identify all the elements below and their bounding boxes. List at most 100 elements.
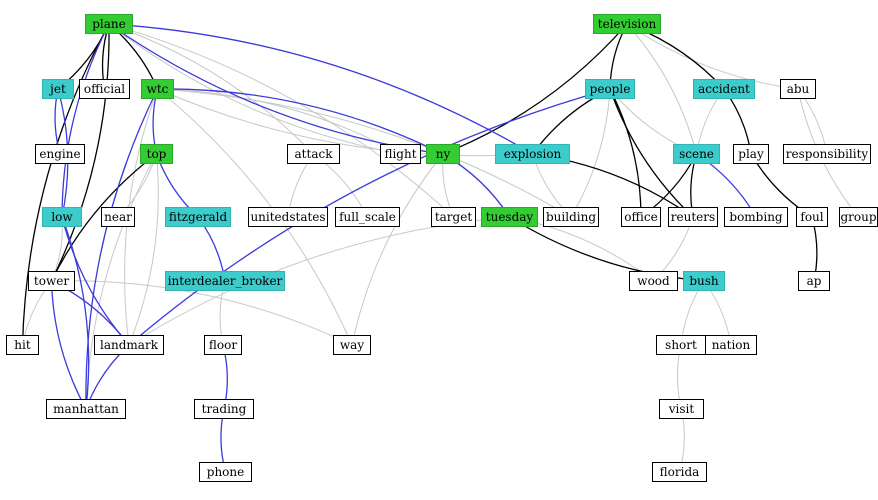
node-responsibility: responsibility [783,144,871,164]
node-label: foul [800,210,824,224]
node-near: near [101,207,135,227]
node-label: responsibility [785,147,869,161]
node-abu: abu [780,79,816,99]
node-office: office [621,207,661,227]
node-label: tuesday [485,210,534,224]
node-building: building [543,207,599,227]
node-full_scale: full_scale [335,207,400,227]
node-explosion: explosion [495,144,570,164]
edge-tower-way [51,280,353,346]
edge-television-ny [442,23,628,155]
edge-low-manhattan [61,216,90,410]
node-group: group [839,207,878,227]
node-label: office [624,210,658,224]
node-foul: foul [796,207,828,227]
edge-tuesday-bush [509,216,705,282]
edge-top-tower [50,153,157,282]
node-plane: plane [85,14,133,34]
edge-plane-tower [50,23,110,282]
edge-wtc-building [157,88,572,218]
node-label: bush [689,274,719,288]
node-floor: floor [204,335,242,355]
node-label: tower [33,274,70,288]
node-label: interdealer_broker [167,274,283,288]
node-label: flight [384,147,417,161]
edge-television-abu [626,23,799,90]
edge-landmark-people [128,88,611,346]
node-label: full_scale [339,210,396,224]
node-label: people [589,82,631,96]
node-play: play [733,144,769,164]
node-label: target [434,210,473,224]
node-tuesday: tuesday [481,207,538,227]
edge-wtc-flight [157,88,401,155]
node-tower: tower [28,271,75,291]
node-label: group [840,210,877,224]
node-bush: bush [683,271,725,291]
node-label: official [83,82,126,96]
node-engine: engine [35,144,85,164]
node-label: jet [50,82,66,96]
node-official: official [79,79,130,99]
edge-plane-flight [108,23,401,155]
node-people: people [585,79,635,99]
node-label: visit [668,402,695,416]
edge-television-scene [626,23,697,155]
node-label: wtc [146,82,169,96]
node-label: floor [208,338,238,352]
edge-wtc-ny [157,88,444,155]
node-label: low [51,210,73,224]
node-label: abu [786,82,810,96]
node-unitedstates: unitedstates [248,207,328,227]
edge-tower-manhattan [50,280,87,410]
node-florida: florida [652,462,707,482]
node-flight: flight [380,144,421,164]
node-label: plane [92,17,126,31]
edge-people-reuters [609,88,694,218]
node-reuters: reuters [668,207,718,227]
node-wtc: wtc [141,79,174,99]
edge-plane-target [108,23,454,218]
edge-wtc-way [157,88,353,346]
node-trading: trading [194,399,254,419]
edge-people-building [570,88,611,218]
node-label: reuters [670,210,716,224]
edge-top-landmark [128,153,159,346]
node-accident: accident [693,79,755,99]
node-label: engine [39,147,81,161]
node-label: hit [14,338,31,352]
node-label: unitedstates [250,210,326,224]
node-top: top [140,144,173,164]
edge-wtc-manhattan [85,88,159,410]
node-phone: phone [199,462,252,482]
node-label: ap [806,274,822,288]
node-label: florida [659,465,700,479]
edge-people-office [609,88,642,218]
node-label: fitzgerald [168,210,228,224]
node-attack: attack [287,144,340,164]
node-jet: jet [42,79,74,99]
node-hit: hit [6,335,39,355]
node-label: way [339,338,365,352]
node-wood: wood [629,271,678,291]
edge-wtc-explosion [157,88,533,157]
node-interdealer_broker: interdealer_broker [165,271,285,291]
node-label: short [665,338,697,352]
edge-plane-low [61,23,110,218]
node-label: explosion [503,147,562,161]
node-label: trading [201,402,247,416]
node-label: nation [711,338,751,352]
node-label: manhattan [53,402,119,416]
node-label: accident [698,82,750,96]
node-label: wood [637,274,670,288]
node-label: bombing [729,210,783,224]
node-label: attack [294,147,333,161]
node-label: top [146,147,167,161]
node-target: target [431,207,476,227]
node-fitzgerald: fitzgerald [165,207,231,227]
edge-ny-way [351,153,444,346]
node-short: short [656,335,706,355]
edge-plane-attack [108,23,314,155]
